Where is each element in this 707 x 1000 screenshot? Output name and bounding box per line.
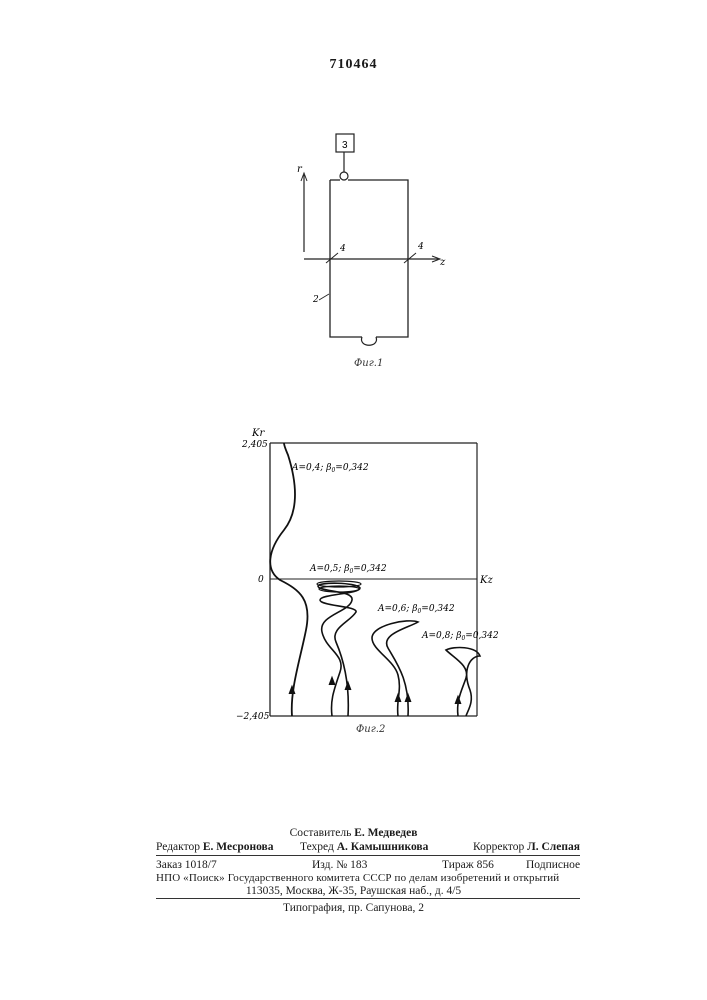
compiler-line: Составитель Е. Медведев: [0, 826, 707, 840]
circulation: Тираж 856: [442, 858, 494, 872]
series-label-a06: A=0,6; β0=0,342: [377, 604, 455, 615]
editor-line: Редактор Е. Месронова: [156, 840, 274, 854]
series-label-a05: A=0,5; β0=0,342: [309, 564, 387, 575]
series-line-a05: [318, 583, 360, 716]
y-tick-zero: 0: [258, 575, 264, 585]
series-label-a08: A=0,8; β0=0,342: [421, 631, 499, 642]
techred-line: Техред А. Камышникова: [300, 840, 428, 854]
y-tick-top: 2,405: [241, 440, 268, 450]
y-tick-bottom: −2,405: [236, 712, 270, 722]
y-axis-label: Kr: [251, 428, 265, 439]
divider-bottom: [156, 898, 580, 899]
printer-line: Типография, пр. Сапунова, 2: [0, 901, 707, 915]
series-label-a04: A=0,4; β0=0,342: [291, 463, 369, 474]
series-line-a08: [446, 648, 480, 716]
org-line: НПО «Поиск» Государственного комитета СС…: [156, 871, 559, 885]
x-axis-label: Kz: [479, 575, 493, 586]
divider-top: [156, 855, 580, 856]
edition-number: Изд. № 183: [312, 858, 367, 872]
subscription: Подписное: [526, 858, 580, 872]
address-line: 113035, Москва, Ж-35, Раушская наб., д. …: [0, 884, 707, 898]
corrector-line: Корректор Л. Слепая: [473, 840, 580, 854]
order-number: Заказ 1018/7: [156, 858, 217, 872]
fig2-caption: Фиг.2: [356, 724, 385, 735]
